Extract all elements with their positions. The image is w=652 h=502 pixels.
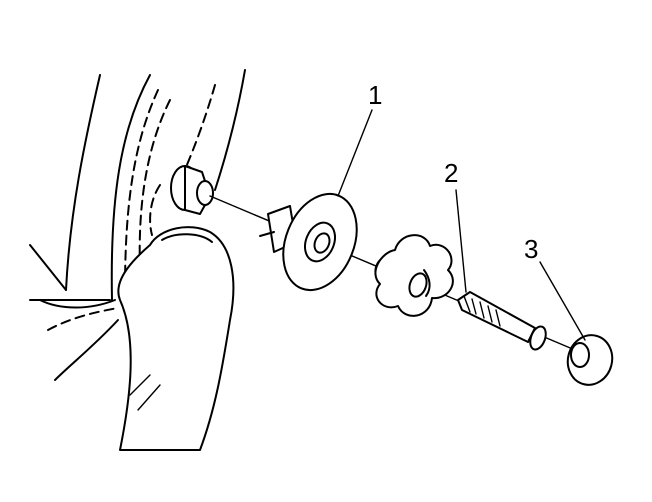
washer	[282, 192, 358, 292]
leader-line-2	[455, 189, 467, 293]
seat-frame	[117, 226, 235, 451]
cap	[566, 334, 614, 386]
bolt	[457, 291, 547, 351]
callout-2: 2	[444, 158, 458, 188]
star-knob	[374, 234, 454, 317]
callout-3: 3	[524, 234, 538, 264]
callout-1: 1	[368, 80, 382, 110]
leader-line-1	[337, 109, 373, 197]
leader-line-3	[539, 261, 586, 341]
mounting-stud	[170, 165, 214, 215]
